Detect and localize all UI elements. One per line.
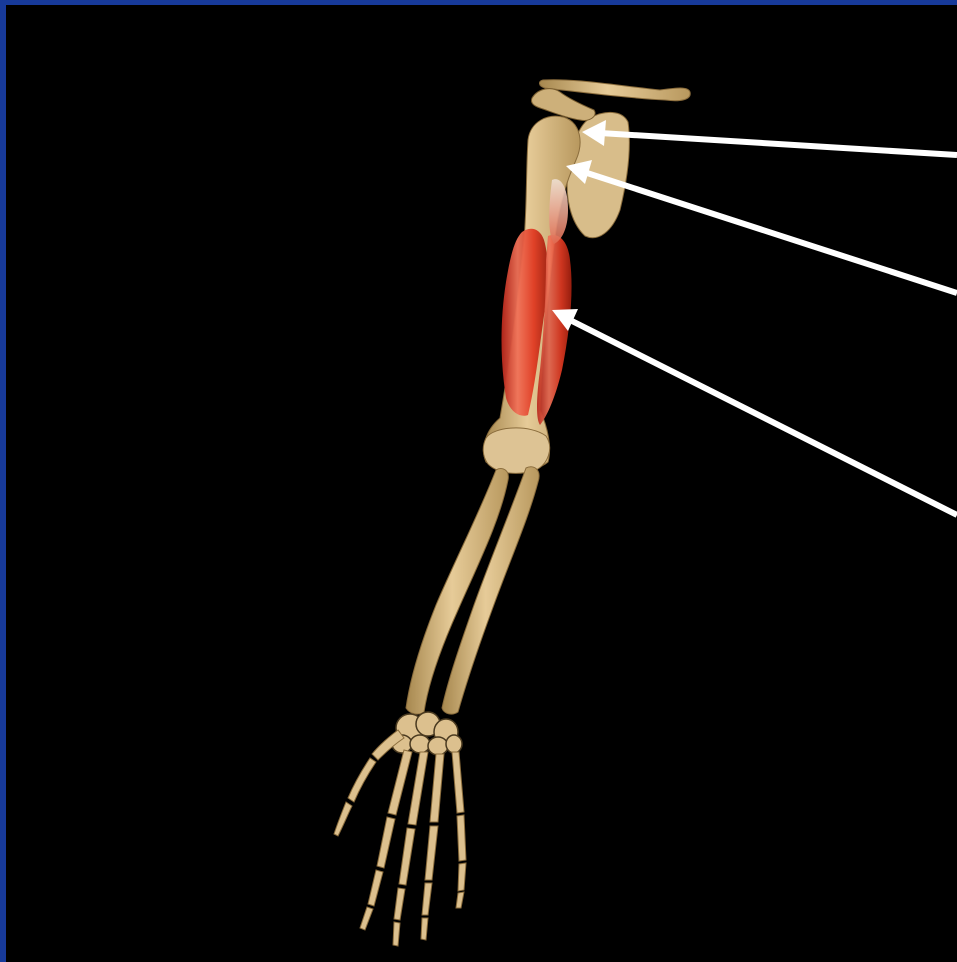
arrow-1 [582,120,957,155]
finger-bones [360,750,466,946]
elbow-joint [483,428,549,473]
arrow-3 [552,309,957,515]
pointer-arrows [552,120,957,515]
carpal-bones [392,712,462,755]
acromion-process [531,89,595,121]
